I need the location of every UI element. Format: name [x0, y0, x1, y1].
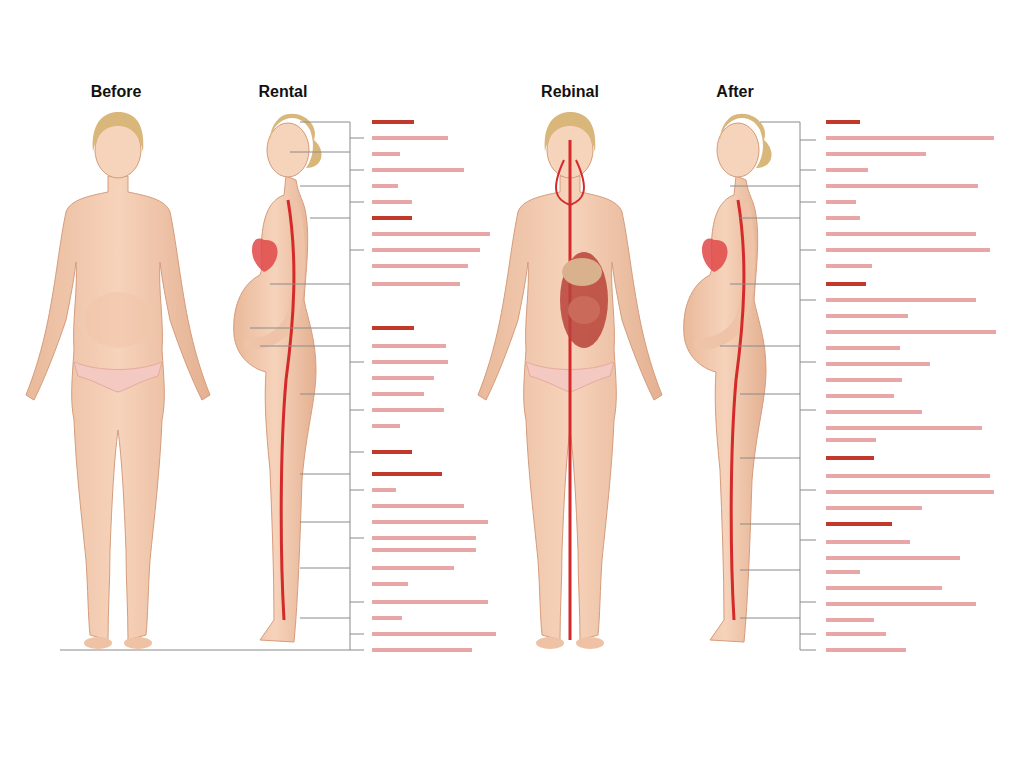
front-figure: [26, 112, 210, 649]
column-heading: Before: [91, 83, 142, 101]
column-heading: Rental: [259, 83, 308, 101]
profile-figure: [234, 114, 322, 642]
column-heading: Rebinal: [541, 83, 599, 101]
front-figure: [478, 112, 662, 649]
column-heading: After: [716, 83, 753, 101]
profile-figure: [684, 114, 772, 642]
illegible-label-marks: [372, 120, 996, 652]
leader-lines: [60, 122, 816, 650]
